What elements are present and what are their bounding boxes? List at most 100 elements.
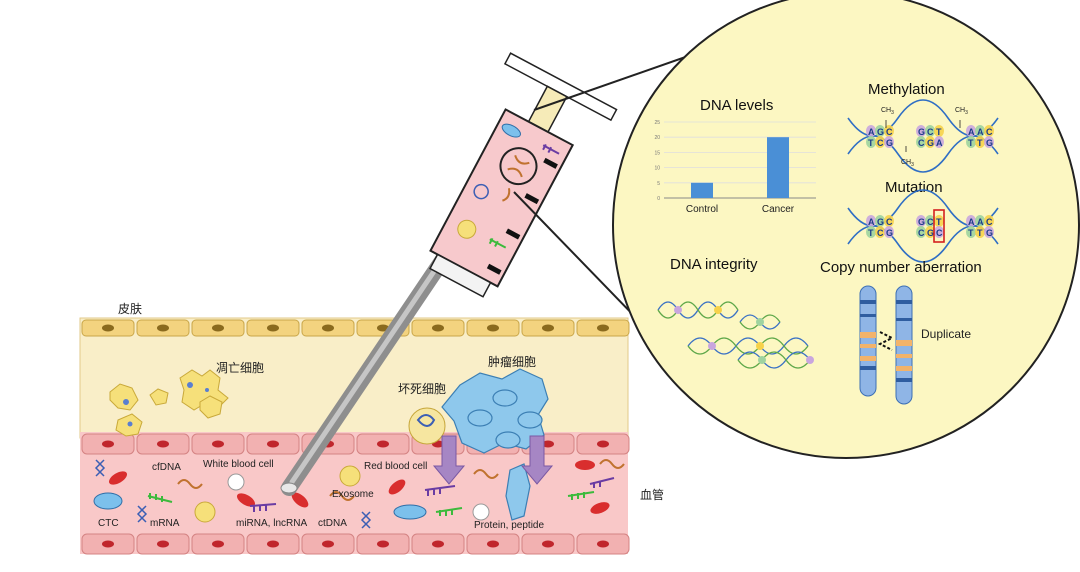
base-letter: A <box>977 217 984 227</box>
base-pair-blob <box>884 215 894 227</box>
base-letter: G <box>886 228 893 238</box>
base-letter: G <box>918 127 925 137</box>
copy-number-title: Copy number aberration <box>820 259 982 276</box>
duplication-arrow-icon <box>877 331 895 351</box>
methyl-group-label: CH3 <box>881 107 894 116</box>
dna-levels-title: DNA levels <box>700 97 773 114</box>
base-pair-blob <box>984 125 994 137</box>
necrotic-cell: 坏死细胞 <box>398 382 446 445</box>
syringe-barrel <box>429 108 575 288</box>
base-letter: G <box>986 138 993 148</box>
apoptotic-cells-label: 凋亡细胞 <box>216 361 264 375</box>
base-pair-blob <box>925 125 935 137</box>
methyl-subscript: 3 <box>911 162 914 168</box>
methyl-group-label: CH3 <box>901 159 914 168</box>
cfdna-label: cfDNA <box>152 462 181 473</box>
base-letter: A <box>868 127 875 137</box>
base-letter: A <box>977 127 984 137</box>
vessel-wall-nucleus <box>102 440 114 448</box>
base-pair-blob <box>884 136 894 148</box>
dna-fragment-bases <box>674 306 814 364</box>
red-blood-cell-label: Red blood cell <box>364 461 427 472</box>
vessel-wall-bottom <box>81 533 630 555</box>
circulating-analytes <box>93 459 625 529</box>
vessel-wall-nucleus <box>542 540 554 548</box>
chromosome-left <box>859 285 877 397</box>
base-pair-blob <box>934 125 944 137</box>
base-pair-blob <box>875 215 885 227</box>
bar-cancer <box>767 137 789 198</box>
vessel-wall-nucleus <box>102 540 114 548</box>
duplicate-label: Duplicate <box>921 327 971 341</box>
base-pair-blob <box>984 215 994 227</box>
release-arrow-icon <box>520 435 554 485</box>
blood-vessel-label: 血管 <box>640 487 664 502</box>
base-pair-blob <box>875 226 885 238</box>
base-letter: C <box>927 127 934 137</box>
base-pair-blob <box>966 215 976 227</box>
y-tick-label: 10 <box>654 166 660 172</box>
vessel-wall-nucleus <box>542 440 554 448</box>
methyl-subscript: 3 <box>891 110 894 116</box>
tumor-cells-label: 肿瘤细胞 <box>488 354 536 369</box>
base-letter: C <box>877 138 884 148</box>
base-letter: G <box>918 217 925 227</box>
skin-layer: 皮肤 <box>79 301 630 439</box>
methyl-subscript: 3 <box>965 110 968 116</box>
base-letter: G <box>877 127 884 137</box>
base-pair-blob <box>966 125 976 137</box>
vessel-wall-nucleus <box>432 540 444 548</box>
base-letter: A <box>968 127 975 137</box>
base-letter: C <box>986 217 993 227</box>
chromosome-pair <box>859 285 913 405</box>
y-tick-label: 25 <box>654 120 660 126</box>
vessel-wall-nucleus <box>377 440 389 448</box>
base-letter: G <box>886 138 893 148</box>
base-letter: G <box>986 228 993 238</box>
vessel-wall-nucleus <box>377 540 389 548</box>
tumor-mass: 肿瘤细胞 <box>441 354 549 521</box>
skin-cell-row <box>81 319 630 337</box>
skin-cell-nucleus <box>597 324 609 332</box>
base-pair-blob <box>925 215 935 227</box>
base-pair-blob <box>934 226 944 238</box>
syringe-hub <box>429 253 492 298</box>
base-pair-blob <box>975 136 985 148</box>
vessel-wall-nucleus <box>212 540 224 548</box>
mutation-highlight-box <box>933 209 945 243</box>
base-letter: T <box>968 138 974 148</box>
skin-cell-nucleus <box>157 324 169 332</box>
vessel-wall-nucleus <box>157 540 169 548</box>
skin-cell-nucleus <box>432 324 444 332</box>
analysis-panel-circle <box>612 0 1080 459</box>
base-letter: T <box>936 127 942 137</box>
vessel-wall-nucleus <box>267 440 279 448</box>
skin-cell-nucleus <box>322 324 334 332</box>
skin-cell-nucleus <box>212 324 224 332</box>
vessel-wall-nucleus <box>597 440 609 448</box>
base-letter: G <box>927 228 934 238</box>
release-arrow-icon <box>432 435 466 485</box>
ctc-label: CTC <box>98 518 119 529</box>
x-tick-label: Cancer <box>762 204 795 215</box>
base-pair-blob <box>916 215 926 227</box>
base-pair-blob <box>984 136 994 148</box>
skin-cell-nucleus <box>487 324 499 332</box>
base-pair-blob <box>934 215 944 227</box>
y-tick-label: 15 <box>654 150 660 156</box>
base-pair-blob <box>925 226 935 238</box>
base-letter: A <box>968 217 975 227</box>
base-pair-blob <box>875 125 885 137</box>
necrotic-cells-label: 坏死细胞 <box>398 382 446 396</box>
vessel-wall-nucleus <box>322 540 334 548</box>
base-letter: C <box>886 217 893 227</box>
vessel-wall-nucleus <box>487 540 499 548</box>
base-letter: C <box>877 228 884 238</box>
base-letter: T <box>968 228 974 238</box>
syringe <box>280 52 618 496</box>
base-letter: C <box>986 127 993 137</box>
base-pair-blob <box>975 226 985 238</box>
